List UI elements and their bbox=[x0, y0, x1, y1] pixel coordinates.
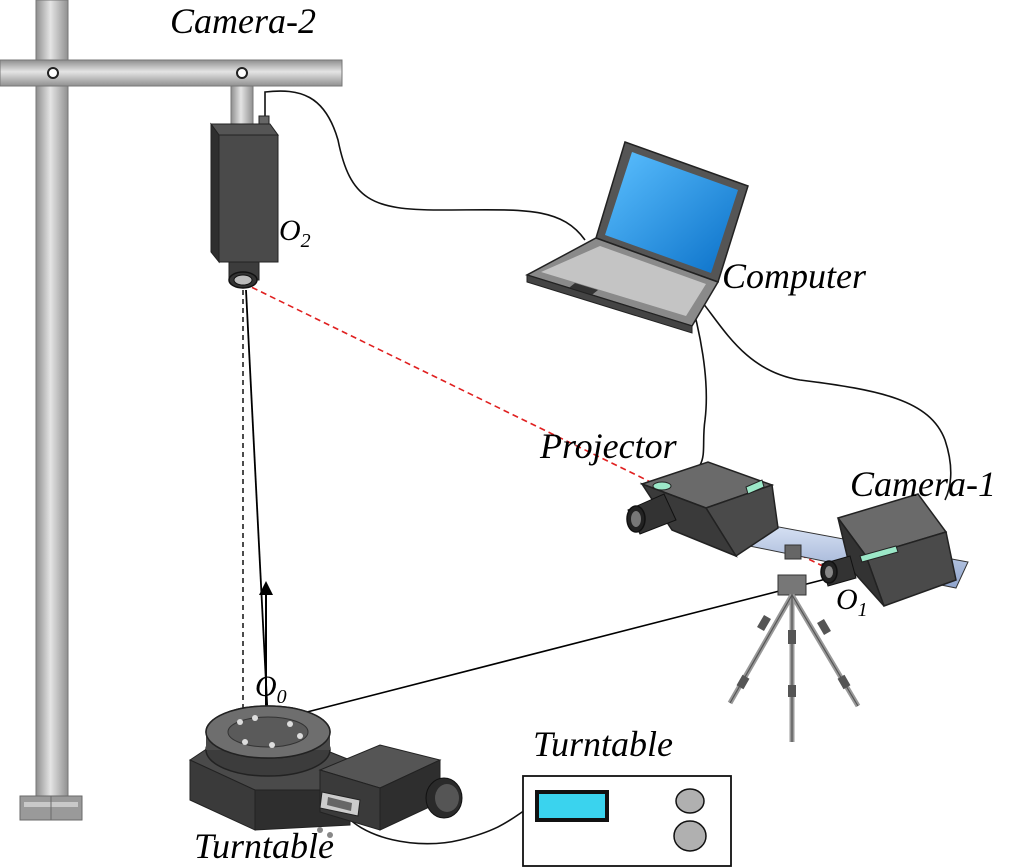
ray-o2-o0-solid bbox=[245, 289, 269, 723]
pipe-gantry-icon bbox=[0, 0, 343, 821]
cable-computer-projector bbox=[687, 289, 708, 466]
industrial-camera-icon bbox=[210, 115, 279, 289]
o0-main: O bbox=[255, 670, 277, 703]
turntable-controller-label: Turntable bbox=[533, 724, 673, 764]
cable-turntable-controller bbox=[339, 807, 529, 845]
rotary-stage-icon bbox=[188, 705, 463, 838]
camera1-label: Camera-1 bbox=[850, 464, 996, 504]
o2-label: O2 bbox=[279, 214, 311, 252]
o1-sub: 1 bbox=[858, 599, 868, 621]
ray-o0-o1 bbox=[267, 577, 831, 723]
o0-label: O0 bbox=[255, 670, 287, 708]
projector-icon bbox=[626, 461, 779, 558]
o1-label: O1 bbox=[836, 583, 868, 621]
tripod-icon bbox=[727, 544, 861, 742]
o2-sub: 2 bbox=[301, 230, 311, 252]
o2-main: O bbox=[279, 214, 301, 247]
cables bbox=[264, 90, 952, 845]
o1-main: O bbox=[836, 583, 858, 616]
cable-computer-camera1 bbox=[691, 289, 952, 501]
turntable-stage-label: Turntable bbox=[194, 826, 334, 866]
industrial-camera-icon bbox=[820, 493, 957, 607]
cable-camera2-computer bbox=[264, 90, 586, 241]
o0-sub: 0 bbox=[277, 686, 287, 708]
optical-rays bbox=[242, 282, 836, 723]
computer-label: Computer bbox=[722, 256, 867, 296]
camera2-label: Camera-2 bbox=[170, 1, 316, 41]
turntable-controller-icon bbox=[522, 775, 732, 867]
projector-label: Projector bbox=[539, 426, 678, 466]
labels: Camera-2 Computer Projector Camera-1 Tur… bbox=[170, 1, 996, 866]
laptop-icon bbox=[525, 141, 749, 334]
